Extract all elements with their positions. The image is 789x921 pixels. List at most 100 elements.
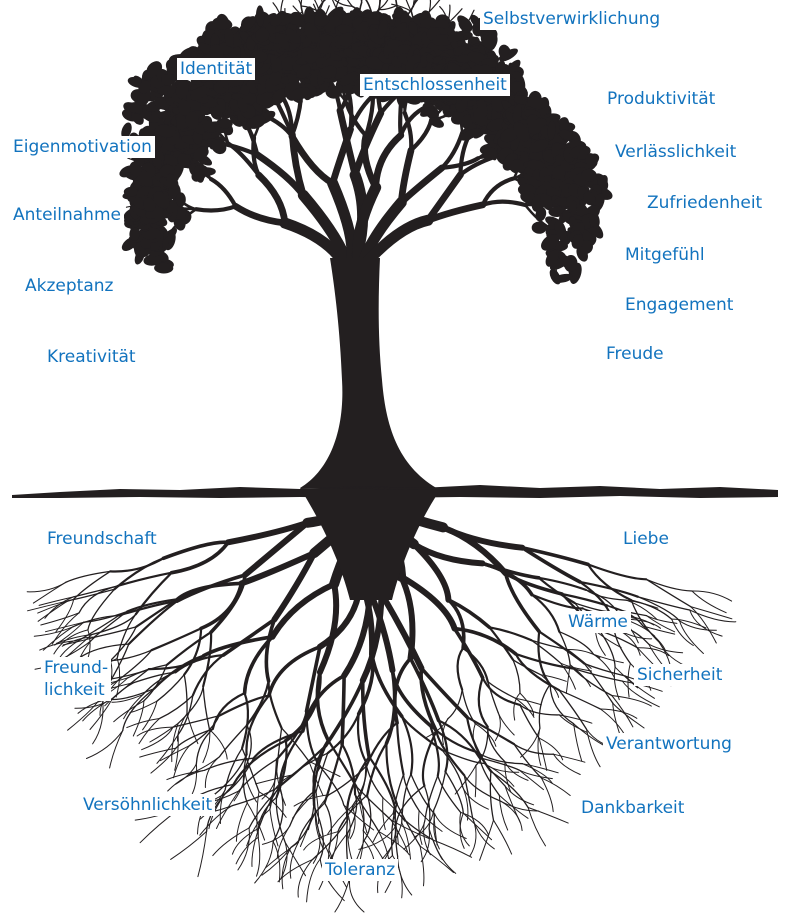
leaf — [470, 14, 482, 28]
branch — [378, 0, 389, 10]
root — [280, 841, 288, 880]
leaf — [520, 190, 536, 203]
root — [519, 704, 560, 716]
root — [368, 755, 397, 811]
root — [156, 674, 185, 702]
root — [475, 751, 524, 765]
branch — [397, 164, 446, 206]
root — [150, 747, 177, 774]
root — [271, 550, 318, 623]
root — [122, 688, 155, 732]
root — [393, 656, 413, 725]
root — [433, 770, 447, 811]
root — [452, 626, 485, 680]
leaf — [527, 159, 546, 172]
branch — [232, 202, 289, 227]
root — [483, 762, 515, 787]
root — [385, 742, 398, 806]
root — [126, 598, 179, 613]
leaf — [509, 81, 525, 95]
root — [340, 673, 346, 746]
leaf — [153, 191, 170, 209]
root — [358, 798, 368, 834]
root — [390, 803, 398, 857]
label-freundschaft: Freundschaft — [44, 528, 160, 550]
root — [513, 743, 543, 779]
root — [645, 578, 692, 608]
leaf — [123, 186, 138, 197]
root — [213, 754, 248, 796]
branch — [363, 93, 376, 138]
leaf — [325, 15, 340, 33]
root — [241, 692, 250, 750]
root — [593, 653, 624, 664]
root — [494, 712, 501, 742]
root — [477, 676, 489, 728]
root — [689, 609, 723, 637]
root — [237, 827, 250, 871]
branch — [361, 214, 434, 268]
root — [160, 745, 190, 762]
root — [425, 718, 449, 738]
root — [141, 726, 174, 751]
root — [39, 640, 80, 651]
root — [276, 769, 286, 806]
root — [308, 760, 324, 796]
root — [480, 561, 534, 597]
branch — [298, 0, 302, 6]
root — [209, 729, 228, 760]
root — [256, 791, 260, 832]
root — [530, 639, 569, 651]
root — [284, 841, 306, 877]
root — [428, 724, 440, 777]
root — [183, 674, 188, 715]
root — [504, 785, 521, 823]
branch — [361, 0, 363, 4]
leaf — [190, 85, 210, 101]
root — [418, 810, 443, 832]
root — [394, 809, 399, 857]
branch — [439, 156, 481, 170]
root — [401, 822, 411, 860]
root — [235, 836, 259, 865]
root — [624, 675, 655, 699]
root — [199, 805, 233, 836]
root — [630, 599, 660, 643]
root — [611, 695, 634, 728]
root — [117, 600, 179, 617]
leaf — [559, 129, 575, 141]
root — [104, 682, 135, 707]
root — [395, 785, 426, 827]
root — [293, 794, 330, 807]
leaf — [552, 165, 566, 180]
leaf — [287, 73, 302, 92]
root — [586, 563, 633, 602]
root — [691, 590, 727, 614]
root — [61, 636, 95, 647]
leaf — [143, 197, 156, 212]
root — [40, 612, 80, 626]
root — [527, 807, 569, 824]
root — [339, 798, 360, 829]
root — [515, 697, 542, 706]
branch — [405, 0, 412, 12]
root — [304, 645, 322, 713]
root — [402, 773, 420, 812]
leaf — [535, 207, 547, 222]
root — [558, 689, 602, 710]
label-entschlossenheit: Entschlossenheit — [360, 74, 510, 96]
root — [117, 649, 153, 681]
root — [514, 652, 575, 670]
leaf — [457, 15, 473, 31]
root — [538, 683, 551, 729]
root — [116, 571, 173, 588]
root — [327, 805, 353, 835]
root — [558, 631, 595, 655]
root — [521, 763, 553, 784]
root — [133, 671, 177, 684]
leaf — [377, 19, 388, 39]
label-eigenmotivation: Eigenmotivation — [10, 136, 155, 158]
root — [275, 796, 286, 843]
root — [530, 593, 584, 610]
leaf — [337, 24, 354, 35]
